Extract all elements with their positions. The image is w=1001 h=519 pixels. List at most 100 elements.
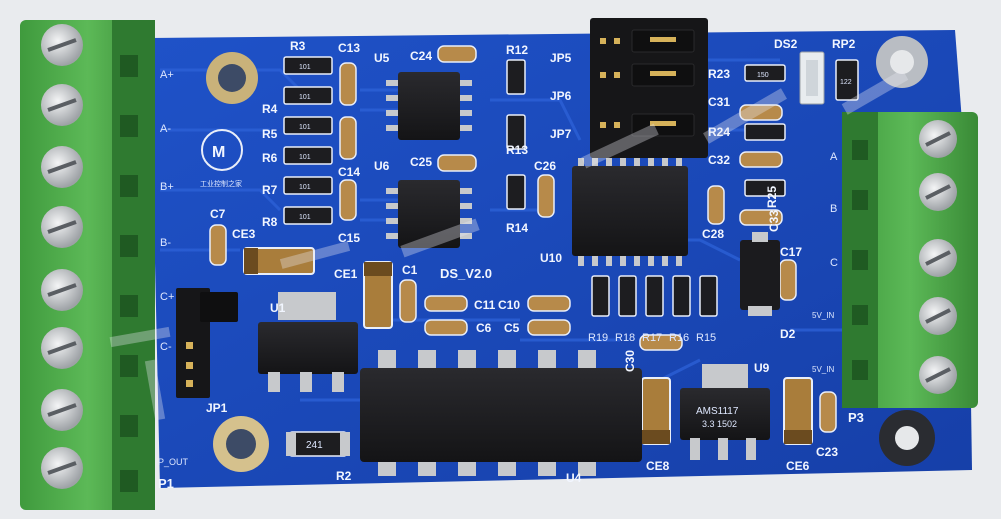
screw-terminal[interactable] (41, 84, 83, 126)
resistor-mark: 101 (299, 154, 311, 161)
connector-label-p1: P1 (158, 476, 174, 491)
designator: C7 (210, 207, 226, 221)
designator: C6 (476, 321, 492, 335)
chip-label-d2: D2 (780, 327, 796, 341)
screw-terminal[interactable] (41, 206, 83, 248)
resistor-mark-r2: 241 (306, 440, 323, 451)
resistor-column: 101 101 101 101 101 101 (283, 56, 333, 225)
chip-label-u6: U6 (374, 159, 390, 173)
mounting-holes (206, 36, 935, 472)
designator: C11 (474, 298, 496, 312)
resistor-label: R17 (642, 332, 662, 344)
logo-mark: M 工业控制之家 (200, 129, 243, 188)
designator: R4 (262, 102, 278, 116)
resistor-mark: 101 (299, 214, 311, 221)
screw-terminal[interactable] (41, 447, 83, 489)
designator: CE8 (646, 459, 670, 473)
designator: R13 (506, 143, 528, 157)
screw-terminal[interactable] (919, 356, 957, 394)
pin-label: P_OUT (158, 457, 189, 467)
chip-u4 (360, 350, 642, 476)
designator: R6 (262, 151, 278, 165)
designator: R2 (336, 469, 352, 483)
resistor-label: R18 (615, 332, 635, 344)
resistor-row-labels: R19 R18 R17 R16 R15 (588, 332, 716, 344)
designator: C15 (338, 231, 360, 245)
resistor-r2: 241 (286, 431, 350, 457)
pin-label: C (830, 257, 838, 269)
chip-label-u9: U9 (754, 361, 770, 375)
resistor-label: R16 (669, 332, 689, 344)
designator: CE3 (232, 227, 256, 241)
designator: RP2 (832, 37, 856, 51)
designator: C32 (708, 153, 730, 167)
resistor-mark-rp2: 122 (840, 79, 852, 86)
designator: C14 (338, 165, 360, 179)
screw-terminal[interactable] (41, 327, 83, 369)
screw-terminal[interactable] (919, 120, 957, 158)
resistor-mark: 101 (299, 124, 311, 131)
designator: R14 (506, 221, 528, 235)
designators: R3 C13 R4 R5 R6 R7 R8 C14 C15 C7 CE3 U5 … (206, 37, 856, 485)
jumper-header[interactable] (590, 18, 708, 158)
designator: R24 (708, 125, 730, 139)
pin-label: 5V_IN (812, 365, 834, 374)
terminal-block-left (20, 20, 155, 510)
resistor-label: R15 (696, 332, 716, 344)
chip-label-u10: U10 (540, 251, 562, 265)
screw-terminal[interactable] (919, 297, 957, 335)
regulator-u1 (258, 292, 358, 392)
designator: R5 (262, 127, 278, 141)
designator: R12 (506, 43, 528, 57)
resistor-mark: 101 (299, 184, 311, 191)
chip-label-u4: U4 (566, 471, 582, 485)
pin-label: C- (160, 341, 172, 353)
terminal-block-right (842, 112, 978, 408)
chip-u5 (386, 72, 472, 140)
designator: C30 (623, 350, 637, 372)
jumper-jp1[interactable] (176, 288, 238, 398)
right-screws[interactable] (919, 120, 957, 394)
screw-terminal[interactable] (41, 24, 83, 66)
screw-terminal[interactable] (41, 269, 83, 311)
designator: C33 (767, 210, 781, 232)
designator: C24 (410, 49, 432, 63)
led-label: DS2 (774, 37, 798, 51)
designator: C10 (498, 298, 520, 312)
logo-caption: 工业控制之家 (200, 179, 242, 188)
screw-terminal[interactable] (41, 389, 83, 431)
regulator-u9: AMS1117 3.3 1502 (680, 364, 770, 460)
pin-label: 5V_IN (812, 311, 834, 320)
regulator-marking: AMS1117 (696, 406, 739, 417)
pin-label: A- (160, 123, 171, 135)
resistor-mark-r23: 150 (757, 72, 769, 79)
chip-u10 (572, 158, 688, 266)
pin-label: B+ (160, 181, 174, 193)
resistor-row (591, 275, 718, 317)
designator: R3 (290, 39, 306, 53)
screw-terminal[interactable] (919, 239, 957, 277)
resistor-mark: 101 (299, 64, 311, 71)
chip-label-u1: U1 (270, 301, 286, 315)
designator: R25 (765, 186, 779, 208)
left-screws[interactable] (41, 24, 83, 489)
pin-label: B- (160, 237, 171, 249)
pin-label: B (830, 203, 837, 215)
designator: C28 (702, 227, 724, 241)
chip-u6 (386, 180, 472, 248)
resistor-mark: 101 (299, 94, 311, 101)
screw-terminal[interactable] (919, 173, 957, 211)
tantalum-capacitors (243, 247, 813, 445)
pin-label: C+ (160, 291, 174, 303)
pin-label: A+ (160, 69, 174, 81)
designator: C23 (816, 445, 838, 459)
jumper-label: JP1 (206, 401, 228, 415)
jumper-label: JP6 (550, 89, 572, 103)
connector-label-p3: P3 (848, 410, 864, 425)
screw-terminal[interactable] (41, 146, 83, 188)
jumper-label: JP5 (550, 51, 572, 65)
led-ds2 (799, 51, 825, 105)
designator: C1 (402, 263, 418, 277)
designator: C25 (410, 155, 432, 169)
